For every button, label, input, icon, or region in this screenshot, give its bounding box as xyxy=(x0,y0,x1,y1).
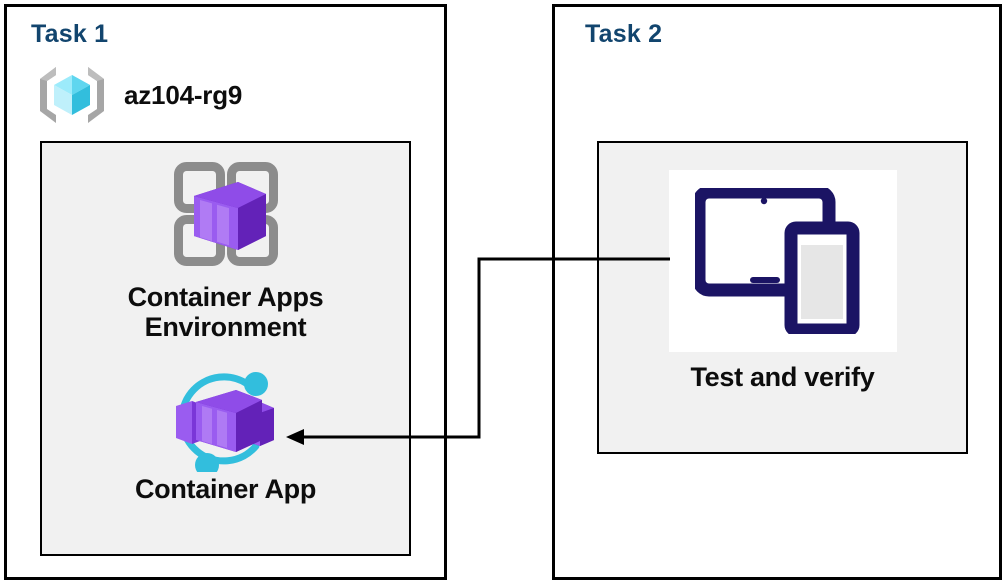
task-1-title: Task 1 xyxy=(31,20,109,48)
resource-group-row: az104-rg9 xyxy=(36,58,336,132)
container-app-node: Container App xyxy=(40,368,411,504)
task-2-title: Task 2 xyxy=(585,20,663,48)
test-and-verify-label: Test and verify xyxy=(690,362,875,392)
container-apps-environment-icon xyxy=(162,150,290,278)
container-app-label: Container App xyxy=(134,474,317,504)
container-apps-environment-node: Container Apps Environment xyxy=(40,150,411,342)
container-apps-environment-label: Container Apps Environment xyxy=(127,282,324,343)
resource-group-label: az104-rg9 xyxy=(124,79,243,110)
test-icon-plate xyxy=(668,170,897,352)
container-app-icon xyxy=(164,368,288,472)
devices-tablet-phone-icon xyxy=(694,188,871,334)
test-and-verify-node: Test and verify xyxy=(597,150,968,392)
azure-resource-group-icon xyxy=(36,59,108,131)
